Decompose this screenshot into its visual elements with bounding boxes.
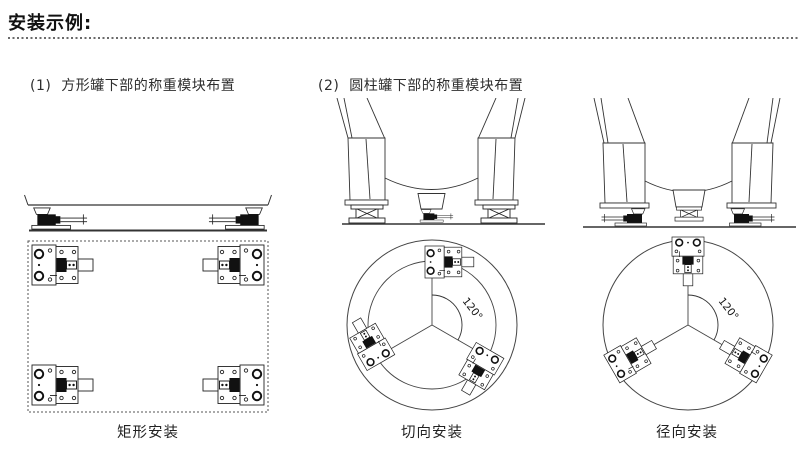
- cylindrical-tank-side-view: [583, 98, 796, 228]
- weighing-module-top-icon: [671, 236, 705, 287]
- tangential-installation-drawing: 120°: [336, 98, 545, 411]
- radial-top-view: 120°: [602, 236, 774, 411]
- support-module-icon: [674, 206, 704, 222]
- angle-label: 120°: [460, 295, 485, 322]
- radial-installation-drawing: 120°: [583, 98, 796, 411]
- section-label-cylindrical-tank: (2) 圆柱罐下部的称重模块布置: [318, 78, 524, 94]
- tangential-top-view: 120°: [341, 239, 518, 411]
- weighing-module-top-icon: [202, 364, 265, 406]
- weighing-module-side-icon: [208, 207, 265, 230]
- weighing-module-top-icon: [341, 311, 396, 372]
- support-module-icon: [480, 204, 518, 224]
- angle-arc: [687, 294, 719, 341]
- square-tank-side-view: [24, 194, 272, 232]
- caption-tangential: 切向安装: [401, 425, 463, 441]
- weighing-module-top-icon: [424, 245, 475, 279]
- cylindrical-tank-side-view: [336, 98, 545, 225]
- weighing-module-top-icon: [31, 244, 94, 286]
- tank-outline-dashed: [27, 240, 269, 413]
- weighing-module-top-icon: [713, 329, 774, 384]
- weighing-module-side-icon: [729, 208, 775, 227]
- weighing-module-top-icon: [451, 341, 505, 402]
- weighing-module-top-icon: [202, 244, 265, 286]
- support-module-icon: [348, 204, 386, 224]
- section-label-square-tank: (1) 方形罐下部的称重模块布置: [30, 78, 236, 94]
- square-tank-top-view: [27, 240, 269, 413]
- angle-label: 120°: [716, 295, 741, 322]
- page-title: 安装示例:: [8, 13, 93, 34]
- caption-rectangular: 矩形安装: [117, 425, 179, 441]
- caption-radial: 径向安装: [656, 425, 718, 441]
- dotted-divider: [8, 37, 800, 39]
- rectangular-installation-drawing: [24, 194, 272, 413]
- weighing-module-top-icon: [31, 364, 94, 406]
- tank-circle-outer: [346, 239, 518, 411]
- weighing-module-side-icon: [601, 208, 647, 227]
- weighing-module-side-icon: [31, 207, 88, 230]
- weighing-module-side-icon: [419, 209, 454, 223]
- weighing-module-top-icon: [602, 329, 663, 384]
- angle-arc: [431, 294, 463, 341]
